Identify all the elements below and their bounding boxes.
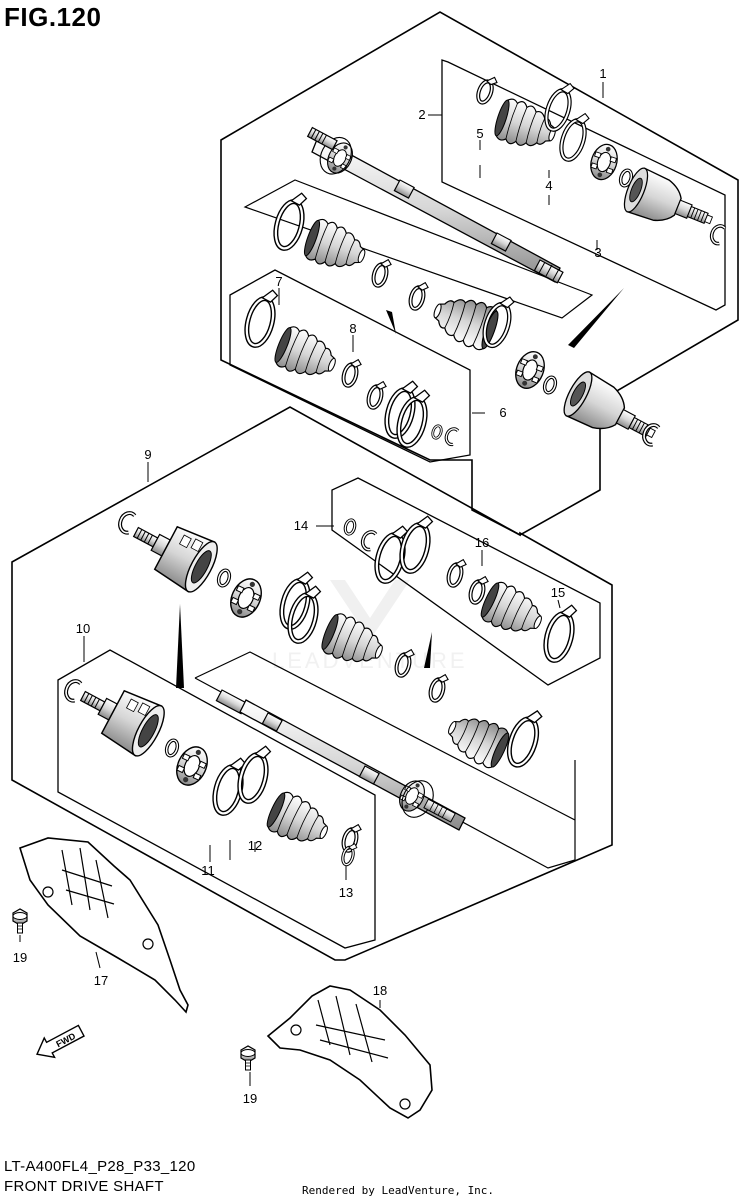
guard-18	[266, 985, 433, 1119]
render-credit: Rendered by LeadVenture, Inc.	[302, 1184, 495, 1197]
fwd-direction-arrow: FWD	[36, 1024, 85, 1059]
kit-10-box	[57, 649, 376, 949]
callout-18: 18	[373, 983, 387, 998]
callout-7: 7	[275, 274, 282, 289]
callout-14: 14	[294, 518, 308, 533]
upper-boot-strip	[243, 179, 594, 319]
callout-10: 10	[76, 621, 90, 636]
bolt-19-right	[240, 1045, 256, 1071]
figure-title: FIG.120	[4, 2, 102, 32]
callout-4: 4	[545, 178, 552, 193]
upper-pointer-wedge-b	[386, 310, 396, 334]
callout-1: 1	[599, 66, 606, 81]
callout-3: 3	[594, 245, 601, 260]
callout-9: 9	[144, 447, 151, 462]
callout-11: 11	[201, 863, 215, 878]
callout-12: 12	[248, 838, 262, 853]
upper-inner-stub	[306, 126, 338, 151]
callout-17: 17	[94, 973, 108, 988]
callout-19-right: 19	[243, 1091, 257, 1106]
upper-axle-shaft	[311, 136, 564, 284]
lower-pointer-wedge-a	[176, 604, 184, 688]
callout-6: 6	[499, 405, 506, 420]
callout-labels: 1 2 3 4 5 6 7 8 9 10 11 12 13 14 15 16 1…	[13, 66, 607, 1106]
lower-pointer-wedge-b	[424, 632, 432, 668]
callout-16: 16	[475, 535, 489, 550]
callout-5: 5	[476, 126, 483, 141]
kit-10-parts	[61, 670, 365, 868]
upper-inner-joint	[319, 136, 358, 178]
lower-assembly-outline	[11, 406, 613, 961]
bolt-19-left	[12, 908, 28, 934]
kit-14-box	[331, 477, 601, 686]
upper-pointer-wedge-a	[568, 288, 624, 348]
lower-outer-joint-on-shaft	[394, 776, 456, 823]
callout-8: 8	[349, 321, 356, 336]
model-code: LT-A400FL4_P28_P33_120	[4, 1158, 196, 1175]
callout-15: 15	[551, 585, 565, 600]
kit-14-parts	[342, 512, 580, 663]
callout-2: 2	[418, 107, 425, 122]
kit-2-box	[441, 59, 726, 311]
kit-2-parts	[473, 71, 727, 247]
callout-19-left: 19	[13, 950, 27, 965]
callout-13: 13	[339, 885, 353, 900]
kit-6-box	[229, 269, 471, 463]
leader-lines	[19, 82, 604, 1086]
upper-assembly-outline	[220, 11, 739, 536]
figure-caption: FRONT DRIVE SHAFT	[4, 1178, 164, 1195]
lower-inner-joint-a	[115, 506, 268, 623]
guard-17	[19, 837, 189, 1014]
